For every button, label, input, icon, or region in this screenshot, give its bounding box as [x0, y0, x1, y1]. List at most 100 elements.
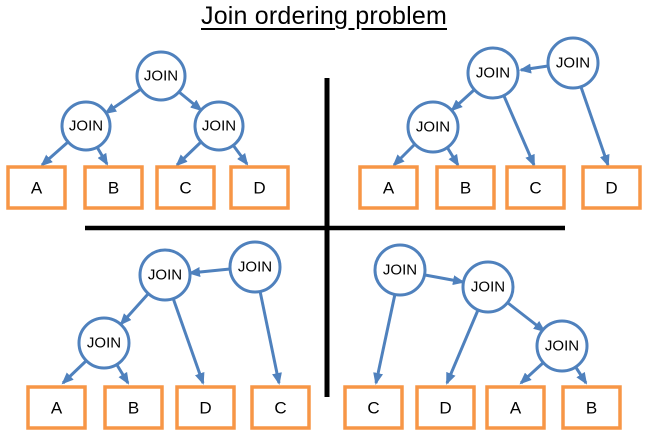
leaf-node: C	[155, 165, 216, 210]
edge-join-to-a	[40, 140, 69, 167]
leaf-label: D	[253, 179, 265, 198]
leaf-label: C	[179, 179, 191, 198]
edge-mid-to-bottom-join	[507, 301, 546, 333]
tree-bottom-left: JOIN JOIN JOIN A B D	[26, 240, 311, 430]
join-label: JOIN	[238, 259, 272, 276]
tree-top-right: JOIN JOIN JOIN A B C	[358, 36, 642, 210]
join-node-mid: JOIN	[138, 248, 192, 302]
edge-mid-to-c	[502, 95, 536, 167]
leaf-box	[561, 385, 622, 430]
join-label: JOIN	[416, 119, 450, 136]
edge-root-to-mid-join	[188, 267, 231, 277]
join-circle	[535, 319, 589, 373]
leaf-node: D	[581, 165, 642, 210]
join-circle	[546, 36, 600, 90]
join-circle	[135, 50, 187, 102]
leaf-box	[505, 165, 566, 210]
join-circle	[60, 100, 112, 152]
leaf-box	[343, 385, 404, 430]
join-label: JOIN	[69, 118, 103, 135]
edge-bottom-to-a	[519, 360, 546, 385]
edge-root-to-c	[373, 293, 397, 385]
leaf-label: D	[605, 179, 617, 198]
join-circle	[228, 240, 282, 294]
leaf-box	[229, 165, 290, 210]
join-node-mid: JOIN	[466, 46, 520, 100]
leaf-label: A	[51, 399, 63, 418]
join-circle	[406, 100, 460, 154]
join-circle	[373, 243, 427, 297]
edge-bottom-to-b	[115, 364, 130, 385]
page-title: Join ordering problem	[0, 2, 648, 31]
leaf-node: D	[415, 385, 476, 430]
leaf-node: A	[26, 385, 87, 430]
leaf-node: D	[175, 385, 236, 430]
leaf-label: A	[383, 179, 395, 198]
leaf-label: A	[31, 179, 43, 198]
edge-bottom-to-b	[573, 365, 588, 385]
leaf-label: B	[460, 179, 471, 198]
leaf-box	[83, 165, 144, 210]
leaf-box	[485, 385, 546, 430]
join-node-right: JOIN	[193, 100, 245, 152]
leaf-box	[155, 165, 216, 210]
join-node-bottom: JOIN	[77, 316, 131, 370]
edge-root-to-d	[579, 86, 610, 167]
join-label: JOIN	[383, 262, 417, 279]
edge-root-to-left-join	[104, 87, 142, 115]
leaf-box	[250, 385, 311, 430]
leaf-node: D	[229, 165, 290, 210]
edge-bottom-to-a	[61, 359, 88, 385]
join-node-root: JOIN	[373, 243, 427, 297]
join-circle	[461, 260, 515, 314]
leaf-node: A	[6, 165, 67, 210]
leaf-node: B	[561, 385, 622, 430]
join-label: JOIN	[202, 118, 236, 135]
edge-root-to-c	[258, 290, 282, 385]
edge-mid-to-bottom-join	[450, 88, 476, 112]
leaf-box	[6, 165, 67, 210]
leaf-box	[435, 165, 496, 210]
join-label: JOIN	[144, 68, 178, 85]
join-label: JOIN	[148, 267, 182, 284]
leaf-label: B	[128, 399, 139, 418]
edge-mid-to-bottom-join	[119, 292, 150, 326]
join-label: JOIN	[545, 338, 579, 355]
join-label: JOIN	[87, 335, 121, 352]
join-circle	[77, 316, 131, 370]
page-title-text: Join ordering problem	[201, 2, 447, 30]
leaf-label: B	[586, 399, 597, 418]
leaf-node: A	[485, 385, 546, 430]
edge-root-to-mid-join	[424, 273, 465, 286]
edge-mid-to-d	[445, 309, 480, 385]
join-circle	[193, 100, 245, 152]
join-label: JOIN	[476, 65, 510, 82]
join-node-mid: JOIN	[461, 260, 515, 314]
leaf-node: B	[103, 385, 164, 430]
leaf-node: C	[343, 385, 404, 430]
join-node-root: JOIN	[228, 240, 282, 294]
leaf-box	[415, 385, 476, 430]
join-node-bottom: JOIN	[406, 100, 460, 154]
leaf-node: C	[250, 385, 311, 430]
join-node-bottom: JOIN	[535, 319, 589, 373]
join-node-root: JOIN	[135, 50, 187, 102]
leaf-box	[358, 165, 419, 210]
edge-bottom-to-a	[392, 142, 417, 167]
leaf-box	[26, 385, 87, 430]
leaf-label: A	[510, 399, 522, 418]
leaf-node: C	[505, 165, 566, 210]
edge-join-to-b	[95, 146, 109, 166]
edge-root-to-right-join	[178, 90, 203, 112]
tree-top-left: JOIN JOIN JOIN A B C	[6, 50, 290, 210]
leaf-node: A	[358, 165, 419, 210]
leaf-label: C	[274, 399, 286, 418]
edge-join-to-d	[231, 144, 249, 166]
leaf-box	[581, 165, 642, 210]
edge-mid-to-d	[171, 297, 205, 385]
join-circle	[466, 46, 520, 100]
join-node-root: JOIN	[546, 36, 600, 90]
leaf-node: B	[435, 165, 496, 210]
